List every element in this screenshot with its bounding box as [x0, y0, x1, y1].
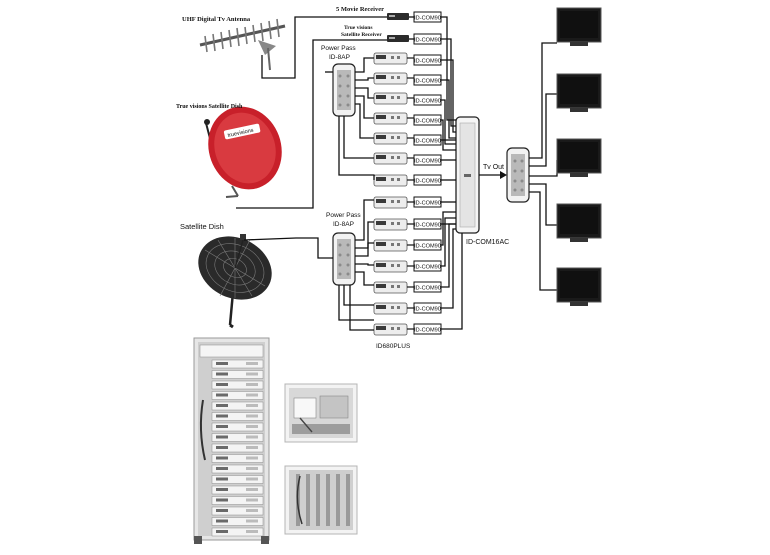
receiver-box-icon: [373, 174, 414, 187]
receiver-box-icon: [373, 218, 414, 231]
combiner-module-label: ID-COM90: [414, 118, 441, 124]
combiner-module-label: ID-COM90: [414, 37, 441, 43]
satellite-dish-label: Satellite Dish: [180, 222, 224, 231]
combiner-module-list: ID-COM90ID-COM90ID-COM90ID-COM90ID-COM90…: [413, 11, 442, 335]
combiner-module: ID-COM90: [413, 33, 442, 45]
truevisions-dish-label: True visions Satellite Dish: [176, 104, 243, 110]
combiner-module: ID-COM90: [413, 281, 442, 293]
combiner-module: ID-COM90: [413, 323, 442, 335]
receiver-box-icon: [373, 132, 414, 145]
receiver-box-icon: [373, 239, 414, 252]
combiner-module: ID-COM90: [413, 114, 442, 126]
dish-brand-text: truevisions: [227, 128, 254, 139]
combiner-module: ID-COM90: [413, 74, 442, 86]
satellite-receiver-icon: [387, 35, 409, 42]
truevisions-dish-icon: [204, 106, 282, 198]
receiver-box-icon: [373, 112, 414, 125]
tv-out-arrow: [479, 171, 507, 179]
combiner-module: ID-COM90: [413, 134, 442, 146]
power-pass-top-label-1: Power Pass: [321, 45, 356, 52]
combiner-module-label: ID-COM90: [414, 222, 441, 228]
combiner-module: ID-COM90: [413, 11, 442, 23]
tv-out-label: Tv Out: [483, 164, 504, 171]
connection-wires: [236, 16, 558, 331]
tv-set-list: [556, 7, 602, 306]
receiver-box-icon: [373, 281, 414, 294]
combiner-module-label: ID-COM90: [414, 243, 441, 249]
combiner-module: ID-COM90: [413, 94, 442, 106]
combiner-module: ID-COM90: [413, 302, 442, 314]
combiner-module: ID-COM90: [413, 239, 442, 251]
combiner-module: ID-COM90: [413, 154, 442, 166]
receiver-box-icon: [373, 72, 414, 85]
combiner-label: ID-COM16AC: [466, 239, 509, 246]
combiner-module-label: ID-COM90: [414, 200, 441, 206]
receiver-box-icon: [373, 260, 414, 273]
combiner-module-label: ID-COM90: [414, 178, 441, 184]
receiver-box-icon: [373, 323, 414, 336]
tv-icon: [556, 138, 602, 177]
receiver-box-icon: [373, 196, 414, 209]
receiver-stack: [373, 52, 414, 336]
combiner-module-label: ID-COM90: [414, 138, 441, 144]
movie-receiver-label: 5 Movie Receiver: [336, 6, 384, 13]
tv-icon: [556, 267, 602, 306]
detail-photo-bottom: [284, 465, 358, 535]
receiver-box-icon: [373, 152, 414, 165]
tv-icon: [556, 203, 602, 242]
combiner-module-label: ID-COM90: [414, 285, 441, 291]
satellite-dish-icon: [198, 234, 272, 329]
combiner-unit-icon: [455, 116, 480, 234]
rack-cabinet-image: [193, 337, 270, 544]
combiner-module: ID-COM90: [413, 174, 442, 186]
combiner-module-label: ID-COM90: [414, 78, 441, 84]
combiner-module-label: ID-COM90: [414, 264, 441, 270]
uhf-antenna-icon: [199, 18, 286, 71]
combiner-module: ID-COM90: [413, 196, 442, 208]
combiner-module-label: ID-COM90: [414, 15, 441, 21]
combiner-module-label: ID-COM90: [414, 306, 441, 312]
combiner-module-label: ID-COM90: [414, 58, 441, 64]
combiner-module-label: ID-COM90: [414, 327, 441, 333]
receiver-box-icon: [373, 302, 414, 315]
receiver-model-label: ID680PLUS: [376, 343, 411, 350]
receiver-box-icon: [373, 52, 414, 65]
combiner-module: ID-COM90: [413, 218, 442, 230]
power-pass-top-icon: [332, 63, 356, 117]
tv-icon: [556, 7, 602, 46]
power-pass-bottom-icon: [332, 232, 356, 286]
combiner-module: ID-COM90: [413, 260, 442, 272]
distribution-splitter-icon: [506, 147, 530, 203]
tv-icon: [556, 73, 602, 112]
receiver-box-icon: [373, 92, 414, 105]
movie-receiver-icon: [387, 13, 409, 20]
truevision-receiver-label-2: Satellite Receiver: [341, 32, 382, 38]
uhf-antenna-label: UHF Digital Tv Antenna: [182, 16, 251, 23]
combiner-module-label: ID-COM90: [414, 158, 441, 164]
power-pass-bottom-label-2: ID-8AP: [333, 221, 354, 228]
combiner-module: ID-COM90: [413, 54, 442, 66]
truevision-receiver-label-1: True visions: [344, 25, 372, 31]
combiner-module-label: ID-COM90: [414, 98, 441, 104]
detail-photo-top: [284, 383, 358, 443]
power-pass-bottom-label-1: Power Pass: [326, 212, 361, 219]
power-pass-top-label-2: ID-8AP: [329, 54, 350, 61]
